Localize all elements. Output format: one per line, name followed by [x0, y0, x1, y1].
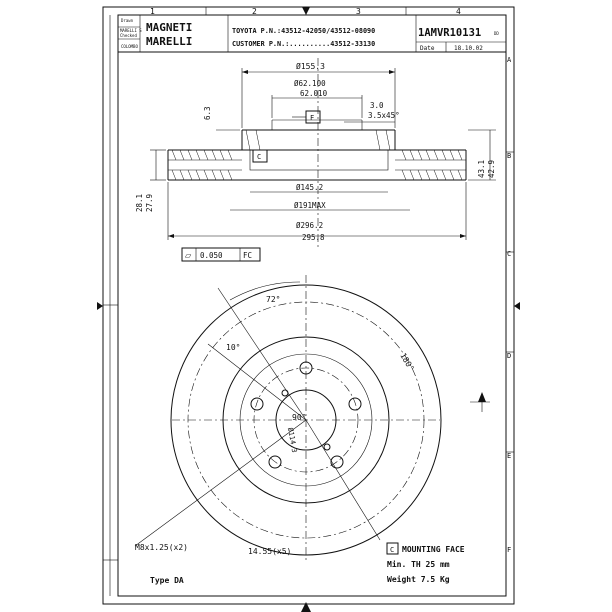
disc-section-view: Ø155.3 Ø62.100 62.010 6.3 3.0 3.5x45° F … — [135, 58, 496, 262]
threaded-hole — [281, 389, 289, 397]
drawn-label: Drawn — [121, 18, 134, 23]
dim-d145: Ø145.2 — [296, 183, 323, 192]
stud-hole — [330, 455, 344, 469]
left-revision-strip — [103, 15, 118, 596]
stud-hole — [268, 455, 282, 469]
checked-name: COLOMBO — [121, 44, 138, 49]
flatness-reference: FC — [243, 251, 252, 260]
row-label-c: C — [507, 250, 511, 258]
inner-frame — [117, 14, 507, 597]
dim-chamfer-bottom: 3.5x45° — [368, 111, 400, 120]
disc-hat-inner — [239, 353, 373, 487]
row-label-f: F — [507, 546, 511, 554]
view-arrow — [478, 392, 486, 402]
dim-d296-lower: 295.8 — [302, 233, 325, 242]
mounting-face-note: MOUNTING FACE — [402, 545, 465, 554]
dim-thread: M8x1.25(x2) — [135, 543, 188, 552]
dim-d191: Ø191MAX — [294, 201, 326, 210]
drawn-name: MARELLI S — [120, 28, 142, 33]
toyota-part-number: TOYOTA P.N.:43512-42050/43512-08090 — [232, 27, 375, 35]
part-number-suffix: DD — [494, 31, 499, 36]
row-ruler: A B C D E F — [506, 56, 514, 554]
flatness-symbol: ⏥ — [185, 251, 192, 260]
flatness-value: 0.050 — [200, 251, 223, 260]
thread-circle — [187, 301, 425, 539]
dim-d155: Ø155.3 — [296, 61, 325, 71]
dim-pcd: Ø114.3 — [286, 427, 298, 453]
dim-height-lower: 42.9 — [487, 160, 496, 178]
pcd-circle — [253, 367, 359, 473]
customer-part-number: CUSTOMER P.N.:..........43512-33130 — [232, 40, 375, 48]
dim-chamfer-top: 3.0 — [370, 101, 384, 110]
dim-angle-180: 180° — [398, 352, 415, 373]
notes-block: C MOUNTING FACE Min. TH 25 mm Weight 7.5… — [150, 542, 465, 585]
dim-height-upper: 43.1 — [477, 160, 486, 178]
left-center-mark — [97, 302, 103, 310]
dim-thickness-upper: 28.1 — [135, 194, 144, 212]
date-label: Date — [420, 45, 435, 52]
disc-outer-edge — [170, 284, 442, 556]
dim-d62-lower: 62.010 — [300, 89, 328, 98]
dim-d296-upper: Ø296.2 — [296, 221, 323, 230]
min-thickness-note: Min. TH 25 mm — [387, 559, 450, 569]
column-label-2: 2 — [252, 7, 257, 16]
datum-f: F — [310, 114, 314, 122]
dim-angle-90: 90° — [292, 413, 306, 422]
mounting-face-region — [249, 149, 389, 171]
datum-c-box — [252, 149, 268, 163]
dim-angle-72: 72° — [266, 295, 280, 304]
column-label-3: 3 — [356, 7, 361, 16]
threaded-hole — [323, 443, 331, 451]
row-label-a: A — [507, 56, 512, 64]
column-label-4: 4 — [456, 7, 461, 16]
dim-h63: 6.3 — [203, 106, 212, 120]
title-block: Drawn MARELLI S Checked COLOMBO MAGNETI … — [117, 14, 507, 53]
dim-angle-10: 10° — [226, 343, 240, 352]
flatness-frame — [181, 247, 261, 262]
row-label-d: D — [507, 352, 511, 360]
disc-center-bore — [275, 389, 337, 451]
checked-label: Checked — [120, 33, 137, 38]
row-label-b: B — [507, 152, 511, 160]
row-label-e: E — [507, 452, 511, 460]
column-label-1: 1 — [150, 7, 155, 16]
disc-hat-ring — [222, 336, 390, 504]
date-value: 18.10.02 — [454, 45, 483, 52]
stud-hole — [250, 397, 264, 411]
type-note: Type DA — [150, 576, 184, 585]
dim-d62-upper: Ø62.100 — [294, 79, 326, 88]
bottom-center-mark — [301, 602, 311, 612]
logo-line-1: MAGNETI — [146, 21, 192, 34]
weight-note: Weight 7.5 Kg — [387, 574, 450, 584]
logo-line-2: MARELLI — [146, 35, 192, 48]
right-center-mark — [514, 302, 520, 310]
mounting-code-box — [386, 542, 399, 555]
part-number: 1AMVR10131 — [418, 27, 481, 39]
datum-c: C — [257, 153, 261, 161]
mounting-code: C — [390, 546, 394, 554]
dim-thickness-lower: 27.9 — [145, 194, 154, 212]
disc-front-view: 72° 10° 180° 90° Ø114.3 M8x1.25(x2) 14.5… — [134, 275, 490, 560]
dim-holes: 14.55(x5) — [248, 547, 291, 556]
top-center-mark — [302, 7, 310, 15]
stud-hole — [348, 397, 362, 411]
stud-hole — [299, 361, 313, 375]
